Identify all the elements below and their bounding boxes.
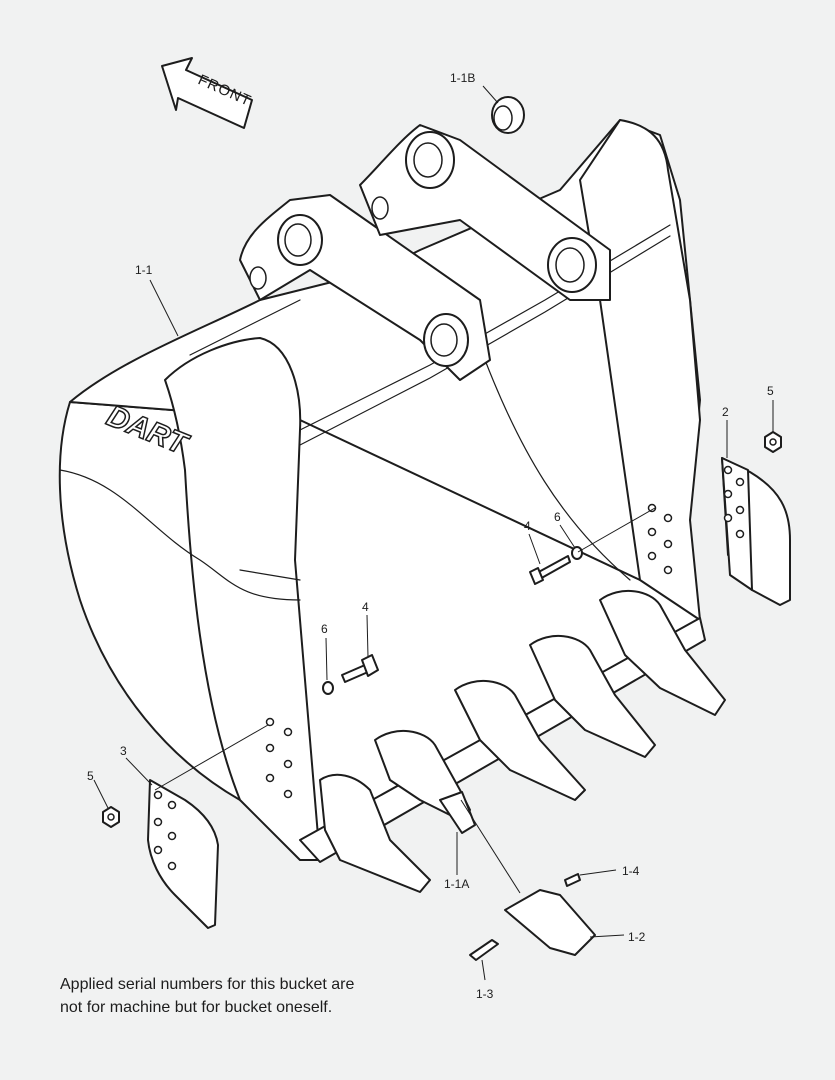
pin-bosses	[239, 124, 611, 381]
callout-4-right: 4	[524, 519, 531, 533]
callout-1-2: 1-2	[628, 930, 646, 944]
tooth-adapter-1-1a	[439, 791, 476, 834]
callout-1-1b: 1-1B	[450, 71, 475, 85]
side-protector-left	[147, 779, 219, 929]
note-line-2: not for machine but for bucket oneself.	[60, 999, 333, 1016]
note-line-1: Applied serial numbers for this bucket a…	[60, 976, 355, 993]
callout-6-left: 6	[321, 622, 328, 636]
bushing-part	[491, 96, 525, 134]
callout-5-left: 5	[87, 769, 94, 783]
lock-1-3	[469, 939, 499, 961]
callout-1-1: 1-1	[135, 263, 153, 277]
callout-2: 2	[722, 405, 729, 419]
bolts-and-washers	[322, 546, 583, 695]
callout-4-left: 4	[362, 600, 369, 614]
callout-1-3: 1-3	[476, 987, 494, 1001]
callout-6-right: 6	[554, 510, 561, 524]
callout-5-right: 5	[767, 384, 774, 398]
side-bolt-holes	[265, 503, 673, 799]
callout-3: 3	[120, 744, 127, 758]
callout-labels: 1-1B 1-1 2 5 4 6 6 4 3 5 1-1A 1-4 1-2 1-…	[87, 71, 774, 1001]
leader-lines	[93, 85, 774, 981]
tooth-point-1-2	[504, 889, 596, 956]
bucket-teeth	[319, 589, 726, 893]
side-protector-right	[721, 457, 791, 606]
pin-1-4	[564, 873, 581, 887]
serial-number-note: Applied serial numbers for this bucket a…	[60, 973, 460, 1019]
front-direction-arrow: FRONT	[161, 57, 254, 129]
callout-1-1a: 1-1A	[444, 877, 469, 891]
callout-1-4: 1-4	[622, 864, 640, 878]
